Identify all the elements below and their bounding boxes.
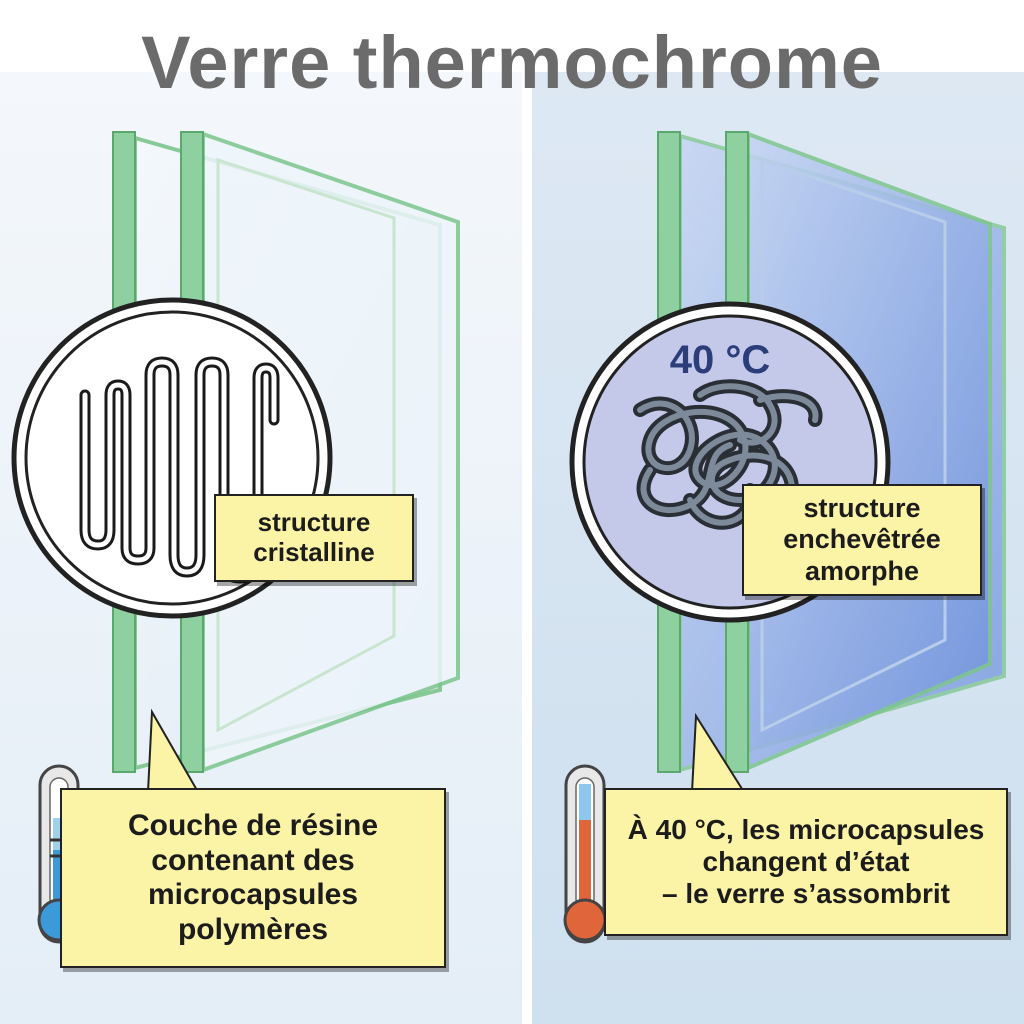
- resin-layer-description-text: Couche de résine contenant des microcaps…: [127, 809, 379, 946]
- amorphous-structure-label: structure enchevêtrée amorphe: [742, 484, 982, 596]
- darkening-description-text: À 40 °C, les microcapsules changent d’ét…: [627, 813, 985, 910]
- resin-layer-description-callout: Couche de résine contenant des microcaps…: [60, 788, 446, 968]
- crystalline-structure-text: structure cristalline: [253, 507, 375, 567]
- page-title: Verre thermochrome: [141, 21, 883, 104]
- crystalline-structure-label: structure cristalline: [214, 494, 414, 582]
- darkening-description-callout: À 40 °C, les microcapsules changent d’ét…: [604, 788, 1008, 936]
- amorphous-structure-text: structure enchevêtrée amorphe: [783, 493, 941, 586]
- temperature-label: 40 °C: [669, 338, 771, 382]
- thermometer-hot-icon: [563, 764, 607, 944]
- panel-divider: [522, 72, 532, 1024]
